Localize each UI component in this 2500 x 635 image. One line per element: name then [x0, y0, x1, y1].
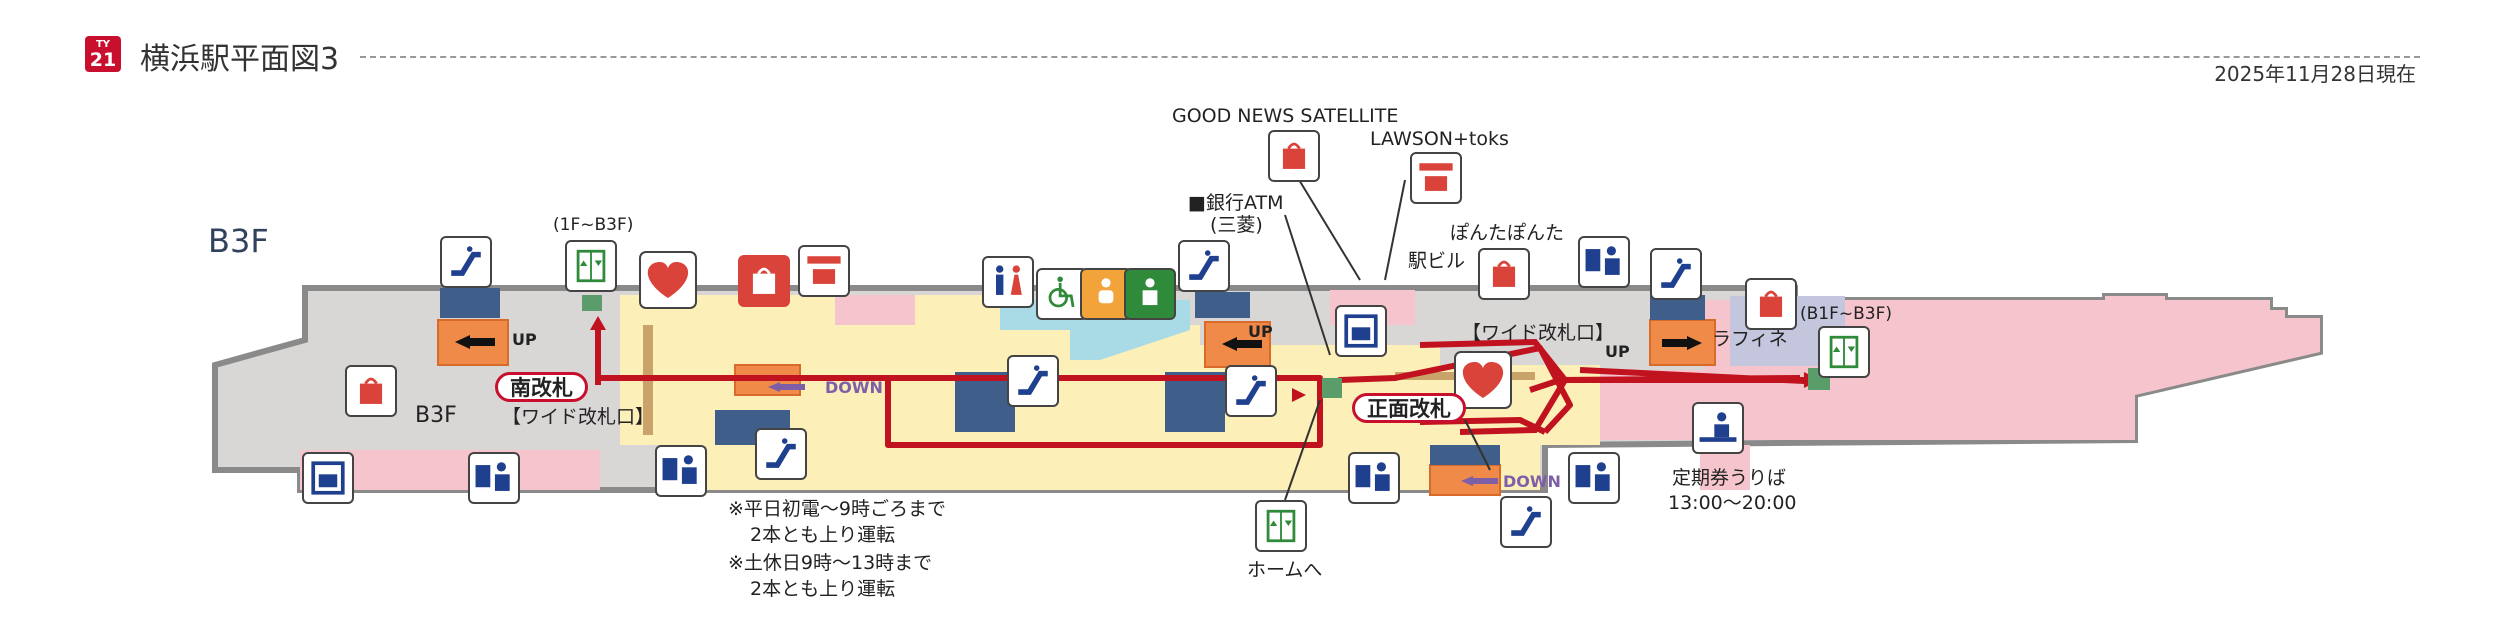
- lawson-label: LAWSON+toks: [1370, 128, 1509, 150]
- note-weekday-line1: ※平日初電～9時ごろまで: [728, 498, 947, 520]
- aed-icons: [639, 251, 1512, 409]
- lafine-label: ラフィネ: [1712, 328, 1788, 350]
- elevator-icon: [1255, 500, 1307, 552]
- route-arrow: [590, 316, 606, 330]
- note-holiday-line1: ※土休日9時～13時まで: [728, 552, 933, 574]
- escalator-icon: [1007, 355, 1059, 407]
- up-label: UP: [512, 330, 537, 349]
- elevator-floors-left: (1F~B3F): [553, 215, 634, 235]
- atm-label: ■銀行ATM: [1188, 192, 1284, 214]
- up-label: UP: [1605, 342, 1630, 361]
- multipurpose-icon: [1124, 268, 1176, 320]
- down-label: DOWN: [825, 378, 883, 397]
- to-platform-label: ホームへ: [1247, 559, 1323, 581]
- note-holiday: ※土休日9時～13時まで 2本とも上り運転: [728, 550, 932, 602]
- floor-label-inner: B3F: [415, 403, 457, 428]
- ticket-machine-icon: [1348, 452, 1400, 504]
- south-gate-sub: 【ワイド改札口】: [502, 406, 655, 428]
- escalator-icon: [440, 236, 492, 288]
- shop-icon: [1478, 248, 1530, 300]
- station-number: 21: [89, 49, 117, 71]
- ticket-machine-icon: [655, 445, 707, 497]
- line-code: TY: [95, 39, 111, 50]
- atm-bank-label: (三菱): [1210, 214, 1263, 236]
- concourse: [620, 295, 1600, 490]
- down-arrows: [768, 382, 1498, 486]
- floor-label: B3F: [208, 222, 269, 260]
- toilet-icon: [982, 256, 1034, 308]
- down-label: DOWN: [1503, 472, 1561, 491]
- ponta-label: ぽんたぽんた: [1450, 222, 1565, 244]
- escalator-icon: [1650, 248, 1702, 300]
- escalator-blocks: [440, 288, 1705, 465]
- shop-icon: [738, 255, 790, 307]
- escalator-icon: [1225, 365, 1277, 417]
- note-weekday-line2: 2本とも上り運転: [750, 524, 896, 546]
- main-gate: 正面改札: [1352, 393, 1466, 423]
- note-holiday-line2: 2本とも上り運転: [750, 578, 896, 600]
- atm-icon: [1335, 305, 1387, 357]
- elevator-marker: [582, 295, 602, 311]
- commuter-pass-label: 定期券うりば: [1672, 467, 1787, 489]
- station-building-label: 駅ビル: [1408, 250, 1466, 272]
- ticket-machine-icon: [1578, 236, 1630, 288]
- direction-arrows: [455, 335, 1702, 351]
- as-of-date: 2025年11月28日現在: [2214, 62, 2416, 86]
- shop-block: [835, 295, 915, 325]
- escalator-icon: [755, 428, 807, 480]
- shop-icon: [345, 365, 397, 417]
- escalator-icon: [1178, 240, 1230, 292]
- elevator-floors-right: (B1F~B3F): [1800, 304, 1893, 324]
- elevator-icon: [565, 240, 617, 292]
- ticket-machine-icon: [1568, 452, 1620, 504]
- baby-icon: [1080, 268, 1132, 320]
- elevator-marker: [1322, 378, 1342, 398]
- escalator-icon: [1500, 496, 1552, 548]
- good-news-label: GOOD NEWS SATELLITE: [1172, 105, 1399, 127]
- main-gate-sub: 【ワイド改札口】: [1462, 322, 1615, 344]
- note-weekday: ※平日初電～9時ごろまで 2本とも上り運転: [728, 496, 946, 548]
- elevator-icon: [1818, 326, 1870, 378]
- south-gate: 南改札: [495, 372, 588, 402]
- commuter-hours-label: 13:00～20:00: [1668, 492, 1797, 514]
- shop-icon: [1745, 278, 1797, 330]
- page-title: 横浜駅平面図3: [140, 42, 340, 77]
- header-divider: [360, 56, 2420, 58]
- route-arrow: [1292, 388, 1306, 402]
- coin-locker-icon: [302, 452, 354, 504]
- callout-lines: [1284, 164, 1491, 501]
- shop-icon: [1268, 130, 1320, 182]
- up-label: UP: [1248, 322, 1273, 341]
- line-badge: TY 21: [85, 36, 121, 72]
- ticket-machine-icon: [468, 452, 520, 504]
- ticket-office-icon: [1692, 402, 1744, 454]
- restaurant-icon: [798, 245, 850, 297]
- restaurant-icon: [1410, 152, 1462, 204]
